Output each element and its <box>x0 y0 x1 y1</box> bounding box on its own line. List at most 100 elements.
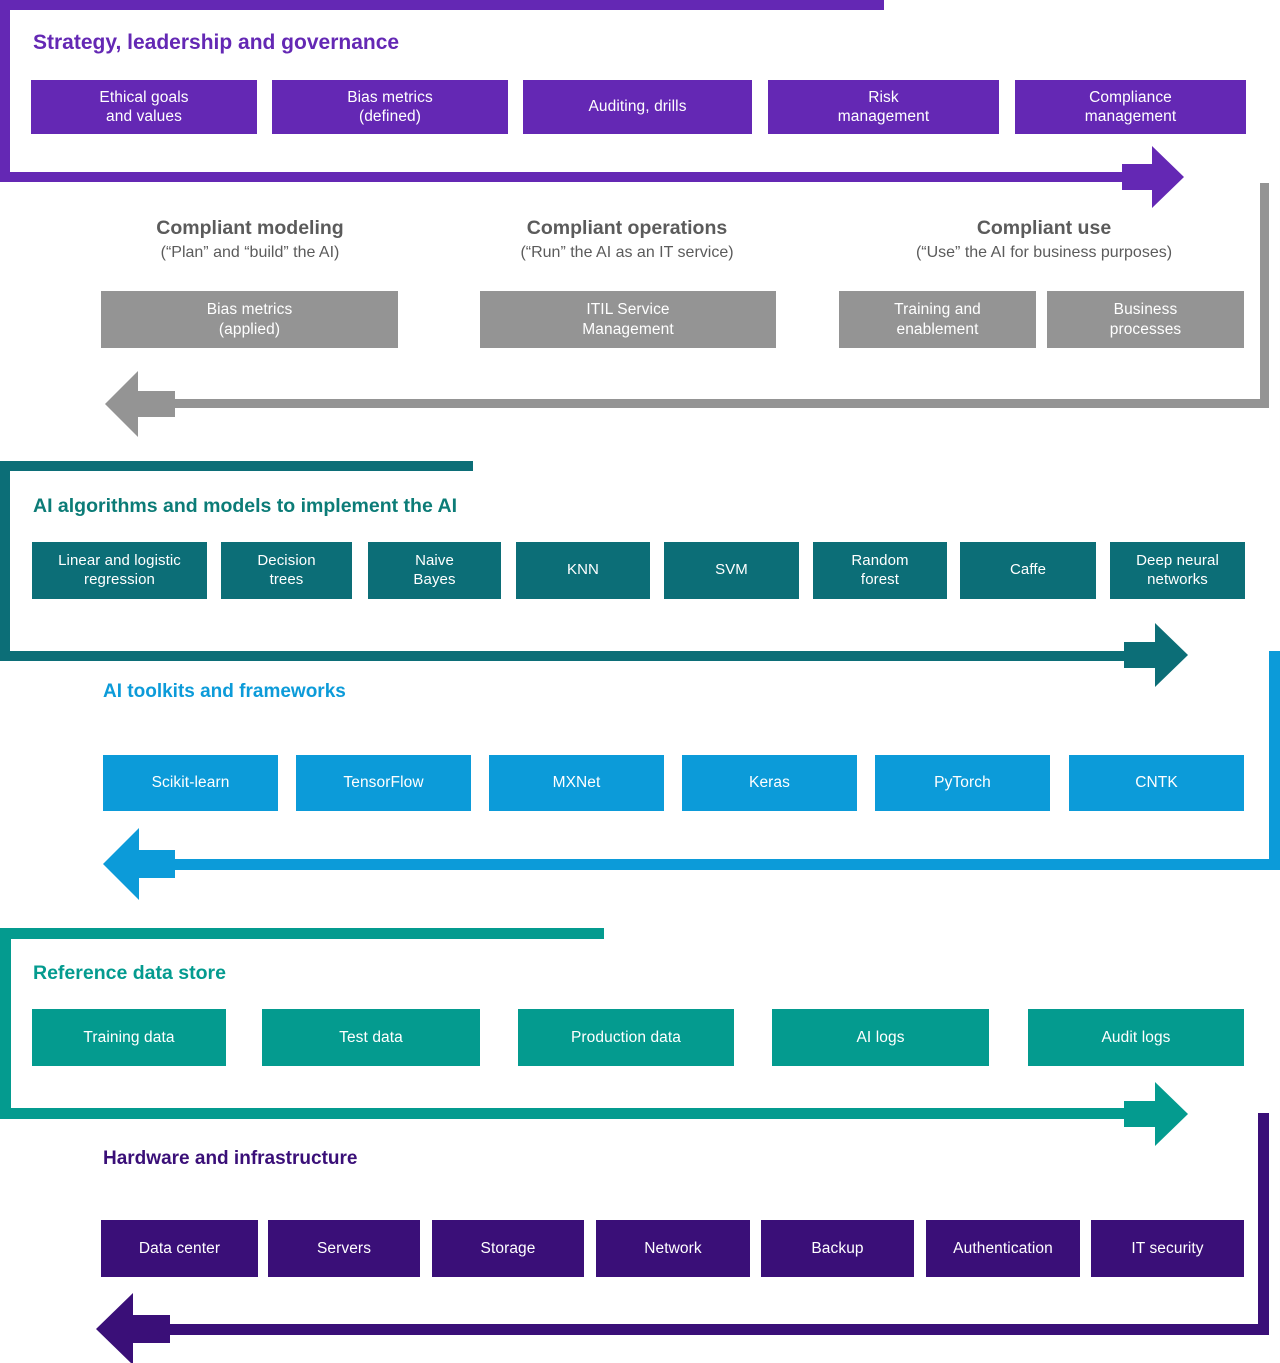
chip-data-center[interactable]: Data center <box>101 1220 258 1277</box>
chip-mxnet[interactable]: MXNet <box>489 755 664 811</box>
chip-label: Scikit-learn <box>151 774 230 792</box>
refdata-frame-bottom-edge <box>0 1108 1140 1119</box>
phase-title-compliant-modeling: Compliant modeling <box>156 217 344 239</box>
strategy-flow-arrow <box>1122 146 1184 208</box>
strategy-frame-bottom-edge <box>0 172 1140 182</box>
chip-label: KNN <box>567 561 599 579</box>
hardware-frame-bottom-edge <box>160 1324 1269 1335</box>
chip-business-processes[interactable]: Business processes <box>1047 291 1244 348</box>
chip-label: Naive Bayes <box>413 551 456 588</box>
refdata-frame-top-edge <box>0 928 604 939</box>
phases-frame-right-edge <box>1260 183 1269 408</box>
phases-return-arrow <box>105 371 175 437</box>
chip-audit-logs[interactable]: Audit logs <box>1028 1009 1244 1066</box>
chip-label: Ethical goals and values <box>99 88 189 125</box>
chip-decision-trees[interactable]: Decision trees <box>221 542 352 599</box>
chip-compliance-management[interactable]: Compliance management <box>1015 80 1246 134</box>
algorithms-flow-arrow <box>1124 623 1188 687</box>
chip-label: Training data <box>83 1028 175 1046</box>
phase-subtitle-compliant-operations: (“Run” the AI as an IT service) <box>520 244 734 261</box>
chip-label: CNTK <box>1135 774 1178 792</box>
chip-label: MXNet <box>552 774 601 792</box>
hardware-heading: Hardware and infrastructure <box>103 1148 358 1169</box>
strategy-frame-top-edge <box>0 0 884 10</box>
chip-label: Compliance management <box>1084 88 1177 125</box>
chip-label: Risk management <box>837 88 930 125</box>
chip-label: Network <box>644 1239 702 1257</box>
chip-label: TensorFlow <box>343 774 424 792</box>
chip-servers[interactable]: Servers <box>268 1220 420 1277</box>
chip-label: Training and enablement <box>894 301 981 338</box>
chip-label: AI logs <box>856 1028 905 1046</box>
chip-risk-management[interactable]: Risk management <box>768 80 999 134</box>
phase-subtitle-compliant-modeling: (“Plan” and “build” the AI) <box>160 244 340 261</box>
phase-title-compliant-operations: Compliant operations <box>526 217 728 239</box>
chip-label: PyTorch <box>934 774 991 792</box>
refdata-frame-left-edge <box>0 928 11 1118</box>
chip-backup[interactable]: Backup <box>761 1220 914 1277</box>
chip-label: Authentication <box>953 1239 1053 1257</box>
algorithms-frame-top-edge <box>0 461 473 471</box>
chip-bias-metrics-applied[interactable]: Bias metrics (applied) <box>101 291 398 348</box>
chip-label: Random forest <box>851 551 909 588</box>
toolkits-heading: AI toolkits and frameworks <box>103 681 346 702</box>
chip-deep-neural-networks[interactable]: Deep neural networks <box>1110 542 1245 599</box>
hardware-return-arrow <box>96 1293 170 1363</box>
chip-authentication[interactable]: Authentication <box>926 1220 1080 1277</box>
chip-training-and-enablement[interactable]: Training and enablement <box>839 291 1036 348</box>
chip-it-security[interactable]: IT security <box>1091 1220 1244 1277</box>
chip-label: Bias metrics (defined) <box>347 88 433 125</box>
chip-label: Auditing, drills <box>588 98 687 116</box>
chip-cntk[interactable]: CNTK <box>1069 755 1244 811</box>
chip-label: ITIL Service Management <box>582 301 674 338</box>
chip-pytorch[interactable]: PyTorch <box>875 755 1050 811</box>
chip-label: Bias metrics (applied) <box>206 301 293 338</box>
chip-label: Storage <box>480 1239 536 1257</box>
chip-label: Decision trees <box>257 551 316 588</box>
chip-label: Backup <box>811 1239 864 1257</box>
chip-label: Data center <box>138 1239 221 1257</box>
refdata-heading: Reference data store <box>33 962 226 984</box>
chip-label: Audit logs <box>1101 1028 1171 1046</box>
chip-keras[interactable]: Keras <box>682 755 857 811</box>
chip-label: Linear and logistic regression <box>58 551 181 588</box>
chip-training-data[interactable]: Training data <box>32 1009 226 1066</box>
algorithms-frame-bottom-edge <box>0 651 1140 661</box>
chip-label: Production data <box>570 1028 682 1046</box>
chip-label: Business processes <box>1109 301 1182 338</box>
algorithms-heading: AI algorithms and models to implement th… <box>33 495 457 517</box>
chip-ai-logs[interactable]: AI logs <box>772 1009 989 1066</box>
chip-auditing-drills[interactable]: Auditing, drills <box>523 80 752 134</box>
chip-production-data[interactable]: Production data <box>518 1009 734 1066</box>
phase-subtitle-compliant-use: (“Use” the AI for business purposes) <box>915 244 1173 261</box>
chip-storage[interactable]: Storage <box>432 1220 584 1277</box>
chip-bias-metrics-defined[interactable]: Bias metrics (defined) <box>272 80 508 134</box>
strategy-heading: Strategy, leadership and governance <box>33 31 400 54</box>
chip-linear-logistic-regression[interactable]: Linear and logistic regression <box>32 542 207 599</box>
chip-naive-bayes[interactable]: Naive Bayes <box>368 542 501 599</box>
chip-label: Caffe <box>1009 561 1047 579</box>
toolkits-frame-right-edge <box>1269 651 1280 870</box>
chip-label: Deep neural networks <box>1136 551 1219 588</box>
algorithms-frame-left-edge <box>0 461 10 661</box>
phase-title-compliant-use: Compliant use <box>976 217 1112 239</box>
chip-svm[interactable]: SVM <box>664 542 799 599</box>
phases-frame-bottom-edge <box>160 399 1269 408</box>
chip-knn[interactable]: KNN <box>516 542 650 599</box>
chip-test-data[interactable]: Test data <box>262 1009 480 1066</box>
chip-label: Keras <box>749 774 790 792</box>
chip-network[interactable]: Network <box>596 1220 750 1277</box>
chip-random-forest[interactable]: Random forest <box>813 542 947 599</box>
toolkits-frame-bottom-edge <box>160 859 1280 870</box>
chip-tensorflow[interactable]: TensorFlow <box>296 755 471 811</box>
hardware-frame-right-edge <box>1258 1113 1269 1335</box>
chip-caffe[interactable]: Caffe <box>960 542 1096 599</box>
chip-scikit-learn[interactable]: Scikit-learn <box>103 755 278 811</box>
strategy-frame-left-edge <box>0 0 10 182</box>
chip-label: SVM <box>715 561 748 579</box>
chip-itil-service-management[interactable]: ITIL Service Management <box>480 291 776 348</box>
chip-label: Test data <box>339 1028 403 1046</box>
chip-ethical-goals[interactable]: Ethical goals and values <box>31 80 257 134</box>
toolkits-return-arrow <box>103 828 175 900</box>
